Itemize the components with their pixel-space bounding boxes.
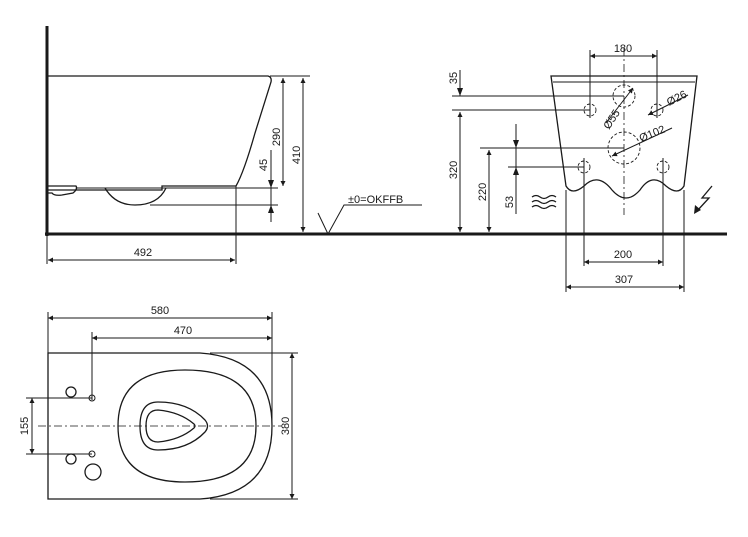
leader-d26 (647, 94, 689, 116)
front-view: Ø55 Ø26 Ø102 180 35 320 220 53 (448, 43, 713, 292)
dim-side-rim-height: 290 (271, 128, 283, 146)
water-supply-icon (531, 194, 557, 210)
toilet-top-bowl (139, 401, 209, 451)
dim-bolt-height: 320 (448, 161, 460, 179)
dim-d55: Ø55 (601, 108, 622, 132)
dim-arrow (513, 167, 519, 175)
toilet-top-seat (117, 369, 257, 483)
top-hole-supply (84, 463, 102, 481)
dim-arrow (457, 88, 463, 96)
dim-arrow (268, 180, 274, 188)
dim-inlet-height: 220 (477, 183, 489, 201)
dim-side-outlet: 45 (258, 159, 270, 171)
dim-top-width: 380 (280, 417, 292, 435)
dim-top-length: 580 (151, 305, 169, 317)
toilet-side-outline (48, 75, 272, 191)
dim-side-width: 492 (134, 247, 152, 259)
floor-reference-label: ±0=OKFFB (348, 194, 403, 206)
dim-bottom-spacing: 200 (614, 249, 632, 261)
toilet-top-outline (47, 352, 273, 500)
hole-d55 (612, 84, 636, 108)
top-hole-upper (65, 386, 77, 398)
side-view: 492 290 410 45 ±0=OKFFB (45, 26, 727, 264)
toilet-front-outline (550, 75, 698, 199)
dim-supply: 53 (504, 196, 516, 208)
floor-reference-marker (317, 204, 422, 236)
dim-top-hole-distance: 470 (174, 325, 192, 337)
dim-arrow (513, 140, 519, 148)
top-hole-lower (65, 453, 77, 465)
hole-d102 (607, 131, 641, 165)
dim-d26: Ø26 (665, 89, 689, 109)
leader-d55 (605, 87, 634, 124)
dim-top-spacing: 180 (614, 43, 632, 55)
leader-d102 (611, 127, 673, 157)
dim-d102: Ø102 (638, 124, 667, 145)
electrical-connection-icon (694, 185, 713, 214)
dim-top-offset: 35 (448, 72, 460, 84)
toilet-side-bowl (104, 187, 167, 206)
dim-side-total-height: 410 (291, 146, 303, 164)
toilet-side-flange (48, 185, 78, 196)
dim-overall-width: 307 (615, 274, 633, 286)
dim-top-hole-spacing: 155 (19, 417, 31, 435)
dim-arrow (268, 205, 274, 213)
top-view: 580 470 155 380 (19, 305, 298, 500)
toilet-top-drain (145, 409, 196, 443)
